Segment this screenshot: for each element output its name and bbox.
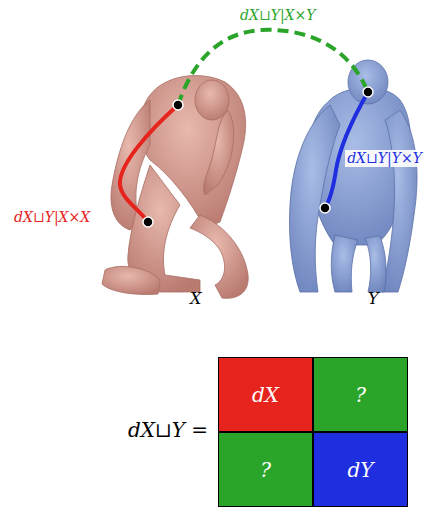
shape-name: X xyxy=(190,290,201,308)
shape-name: Y xyxy=(368,290,379,308)
distance-label: dX⊔Y|Y×Y xyxy=(345,150,424,167)
cross-distance-dashed xyxy=(178,30,368,105)
human-shape xyxy=(102,76,248,299)
cell-label: dX xyxy=(252,383,279,407)
matrix-cell-x: dX xyxy=(218,357,313,432)
cell-label: ? xyxy=(260,458,271,482)
geodesic-x xyxy=(120,105,178,222)
gorilla-shape xyxy=(289,60,417,292)
matrix-cell-unknown: ? xyxy=(218,432,313,507)
sample-point xyxy=(143,87,373,227)
distance-label: dX⊔Y|X×Y xyxy=(240,8,316,23)
matrix-cell-unknown: ? xyxy=(313,357,408,432)
matrix-cell-y: dY xyxy=(313,432,408,507)
distance-label: dX⊔Y|X×X xyxy=(14,210,90,225)
cell-label: dY xyxy=(347,458,373,482)
cell-label: ? xyxy=(355,383,366,407)
equation-label: dX⊔Y = xyxy=(128,419,208,441)
